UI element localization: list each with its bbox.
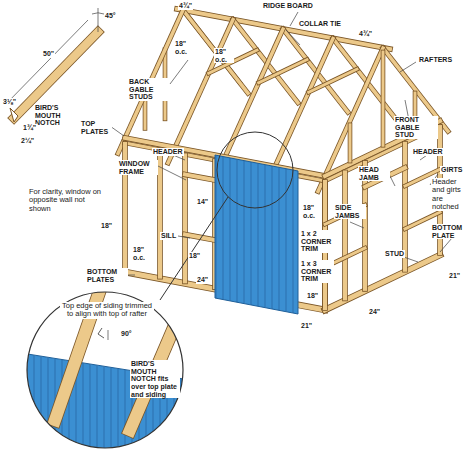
framing-member: [168, 20, 233, 163]
part-label: COLLAR TIE: [298, 20, 342, 28]
part-label: 18": [188, 252, 201, 260]
part-label: 1¾": [22, 124, 37, 132]
part-label: 18" o.c.: [174, 40, 194, 55]
part-label: 1 x 3 CORNER TRIM: [300, 260, 334, 283]
framing-member: [185, 174, 215, 180]
siding-panel: [215, 155, 298, 314]
part-label: GIRTS: [440, 166, 463, 174]
part-label: 14": [196, 198, 209, 206]
part-label: 21": [300, 322, 313, 330]
part-label: RAFTERS: [418, 56, 453, 64]
framing-member: [259, 60, 307, 83]
framing-member: [268, 39, 333, 182]
birds-mouth-notch: [10, 108, 18, 122]
part-label: 18" o.c.: [302, 204, 322, 219]
part-label: 1 x 2 CORNER TRIM: [300, 230, 334, 253]
part-label: 45°: [104, 12, 117, 20]
part-label: FRONT GABLE STUD: [394, 116, 438, 139]
framing-member: [365, 163, 366, 289]
part-label: 21": [448, 272, 461, 280]
part-label: 24": [196, 276, 209, 284]
callout-leader: [160, 197, 228, 300]
framing-member: [383, 52, 384, 145]
part-label: 24": [368, 308, 381, 316]
part-label: 3⅛": [2, 98, 17, 106]
part-label: Top edge of siding trimmed to align with…: [60, 302, 154, 319]
part-label: 4¾": [358, 30, 373, 38]
framing-member: [309, 69, 357, 92]
part-label: RIDGE BOARD: [262, 2, 314, 10]
angle-mark: [92, 8, 104, 32]
part-label: HEADER: [412, 148, 444, 156]
part-label: BIRD'S MOUTH NOTCH fits over top plate a…: [130, 360, 180, 398]
inset-detail: [15, 290, 190, 454]
part-label: 50": [42, 50, 55, 58]
part-label: 18" o.c.: [132, 246, 152, 261]
part-label: 18": [306, 292, 319, 300]
part-label: BACK GABLE STUDS: [128, 78, 168, 101]
part-label: BIRD'S MOUTH NOTCH: [34, 104, 76, 127]
part-label: WINDOW FRAME: [118, 160, 158, 175]
framing-member: [350, 125, 351, 161]
part-label: 18": [100, 222, 113, 230]
part-label: Header and girts are notched: [431, 178, 471, 211]
framing-member: [345, 172, 346, 298]
dimension-line: [4, 20, 88, 106]
part-label: SIDE JAMBS: [334, 204, 366, 219]
angle-mark: [98, 328, 104, 338]
part-label: 18" o.c.: [214, 48, 234, 63]
part-label: For clarity, window on opposite wall not…: [28, 188, 104, 213]
framing-member: [118, 10, 183, 153]
part-label: HEAD JAMB: [358, 166, 390, 181]
part-label: HEADER: [152, 148, 184, 156]
part-label: BOTTOM PLATES: [86, 268, 128, 283]
part-label: 2¼": [20, 137, 35, 145]
part-label: SILL: [160, 232, 177, 240]
part-label: TOP PLATES: [80, 120, 112, 135]
callout-circle: [217, 132, 293, 208]
framing-member: [160, 151, 161, 277]
leader-lines: [108, 12, 452, 390]
part-label: STUD: [384, 250, 405, 258]
part-label: BOTTOM PLATE: [431, 224, 471, 239]
part-label: 90°: [120, 330, 133, 338]
part-label: 4¾": [178, 2, 193, 10]
